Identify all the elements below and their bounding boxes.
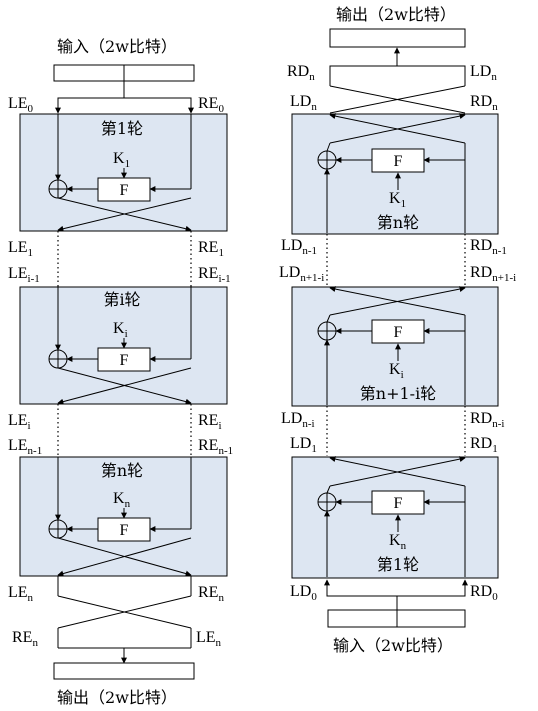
encrypt-round-i-cross-b [57, 367, 192, 405]
encrypt-round-1-key: K1 [113, 150, 130, 170]
encrypt-round-n: LEn-1 REn-1 第n轮 Kn F [8, 437, 233, 577]
decrypt-round-i: LDn+1-i RDn+1-i F Ki 第n+1-i轮 LDn-i RDn-i [279, 264, 516, 430]
encrypt-round-1-out-right: RE1 [198, 239, 224, 259]
decrypt-round-n-top-right: RD1 [470, 435, 498, 455]
decrypt-round-i-top-left: LDn+1-i [279, 264, 324, 284]
decrypt-round-i-bottom-right: RDn-i [470, 410, 504, 430]
encrypt-round-1-cross-b [57, 197, 192, 232]
decrypt-input-left-wire [324, 579, 398, 610]
encrypt-round-n-f-label: F [120, 522, 129, 539]
encrypt-round-n-key: Kn [113, 490, 131, 510]
decrypt-top-right: LDn [470, 63, 497, 83]
encrypt-panel: 输入（2w比特） LE0 RE0 第1轮 K1 F LE1 RE1 [8, 37, 233, 707]
encrypt-input-right-wire [124, 97, 194, 114]
encrypt-round-n-in-right: REn-1 [198, 437, 233, 457]
decrypt-round-1-bottom-left: LDn-1 [281, 237, 317, 257]
decrypt-round-n-xor-up [326, 485, 331, 494]
decrypt-round-1-top-right: RDn [470, 93, 498, 113]
encrypt-round-1-f-label: F [120, 182, 129, 199]
decrypt-round-n-title: 第1轮 [377, 555, 419, 574]
decrypt-panel: 输出（2w比特） RDn LDn LDn RDn F K1 第n轮 [279, 5, 516, 655]
decrypt-round-1-top-left: LDn [290, 93, 317, 113]
decrypt-round-1-f-label: F [394, 153, 403, 170]
decrypt-round-n-key: Kn [389, 532, 407, 552]
decrypt-round-1: LDn RDn F K1 第n轮 LDn-1 RDn-1 [281, 93, 507, 257]
decrypt-round-1-title: 第n轮 [377, 213, 419, 232]
encrypt-round-n-title: 第n轮 [101, 461, 143, 480]
decrypt-round-n: LD1 RD1 F Kn 第1轮 [290, 435, 499, 579]
encrypt-round-1-title: 第1轮 [101, 119, 143, 138]
encrypt-round-1-out-left: LE1 [8, 239, 33, 259]
decrypt-top-left: RDn [287, 63, 315, 83]
encrypt-input-left-wire [55, 81, 125, 114]
decrypt-round-i-top-right: RDn+1-i [470, 264, 516, 284]
encrypt-final-left: REn [12, 629, 38, 649]
encrypt-final-cross-b [57, 595, 192, 629]
encrypt-round-i-in-right: REi-1 [198, 265, 231, 285]
decrypt-output-label: 输出（2w比特） [336, 5, 456, 24]
decrypt-top-cross-b [329, 85, 466, 114]
encrypt-round-i-out-left: LEi [8, 412, 31, 432]
decrypt-round-n-f-label: F [394, 495, 403, 512]
decrypt-round-1-xor-up [326, 142, 331, 152]
decrypt-input-right-wire [397, 579, 468, 597]
encrypt-round-n-cross-b [57, 537, 192, 577]
decrypt-round-1-key: K1 [389, 190, 406, 210]
encrypt-round-1-in-left: LE0 [8, 95, 34, 115]
encrypt-round-i-f-label: F [120, 352, 129, 369]
decrypt-round-i-f-label: F [394, 324, 403, 341]
decrypt-round-n-cross-b [329, 456, 466, 487]
encrypt-final-right: LEn [196, 629, 222, 649]
decrypt-round-i-title: 第n+1-i轮 [360, 384, 436, 403]
encrypt-round-i-in-left: LEi-1 [8, 265, 40, 285]
decrypt-round-n-bottom-left: LD0 [290, 583, 317, 603]
encrypt-round-i-out-right: REi [198, 412, 222, 432]
encrypt-round-n-out-right: REn [198, 584, 224, 604]
decrypt-round-1-bottom-right: RDn-1 [470, 237, 507, 257]
decrypt-round-i-bottom-left: LDn-i [281, 410, 315, 430]
encrypt-round-i-title: 第i轮 [103, 290, 140, 309]
decrypt-round-n-bottom-right: RD0 [470, 583, 498, 603]
decrypt-round-i-cross-b [329, 286, 466, 316]
encrypt-round-i-key: Ki [113, 320, 128, 340]
decrypt-input-label: 输入（2w比特） [333, 636, 453, 655]
decrypt-round-1-cross-b [329, 113, 466, 144]
encrypt-round-1: LE0 RE0 第1轮 K1 F LE1 RE1 [8, 95, 228, 259]
encrypt-round-n-in-left: LEn-1 [8, 437, 42, 457]
decrypt-output-join [329, 65, 466, 86]
encrypt-round-1-in-right: RE0 [198, 95, 224, 115]
encrypt-output-block [53, 662, 195, 680]
encrypt-round-n-out-left: LEn [8, 584, 34, 604]
encrypt-input-label: 输入（2w比特） [57, 37, 177, 56]
encrypt-output-label: 输出（2w比特） [57, 688, 177, 707]
decrypt-round-n-top-left: LD1 [290, 435, 317, 455]
encrypt-round-i: LEi-1 REi-1 第i轮 Ki F LEi REi [8, 265, 231, 432]
decrypt-round-i-xor-up [326, 314, 331, 323]
decrypt-output-block [329, 28, 466, 48]
decrypt-round-i-key: Ki [389, 361, 404, 381]
